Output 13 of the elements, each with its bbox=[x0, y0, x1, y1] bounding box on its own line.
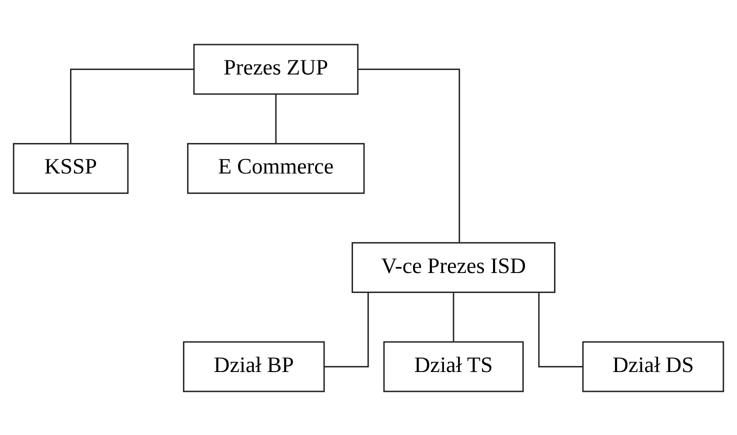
node-box: V-ce Prezes ISD bbox=[352, 242, 556, 293]
node-box: E Commerce bbox=[187, 142, 365, 194]
node-box: KSSP bbox=[12, 142, 129, 194]
node-box: Dział BP bbox=[182, 340, 325, 392]
node-box: Prezes ZUP bbox=[193, 43, 359, 94]
node-box: Dział DS bbox=[582, 340, 724, 392]
connector bbox=[70, 68, 194, 143]
node-box: Dział TS bbox=[383, 340, 524, 392]
connector bbox=[324, 292, 369, 367]
connector bbox=[538, 292, 583, 367]
connector bbox=[358, 68, 460, 242]
connector bbox=[452, 292, 454, 341]
connector bbox=[275, 94, 277, 143]
